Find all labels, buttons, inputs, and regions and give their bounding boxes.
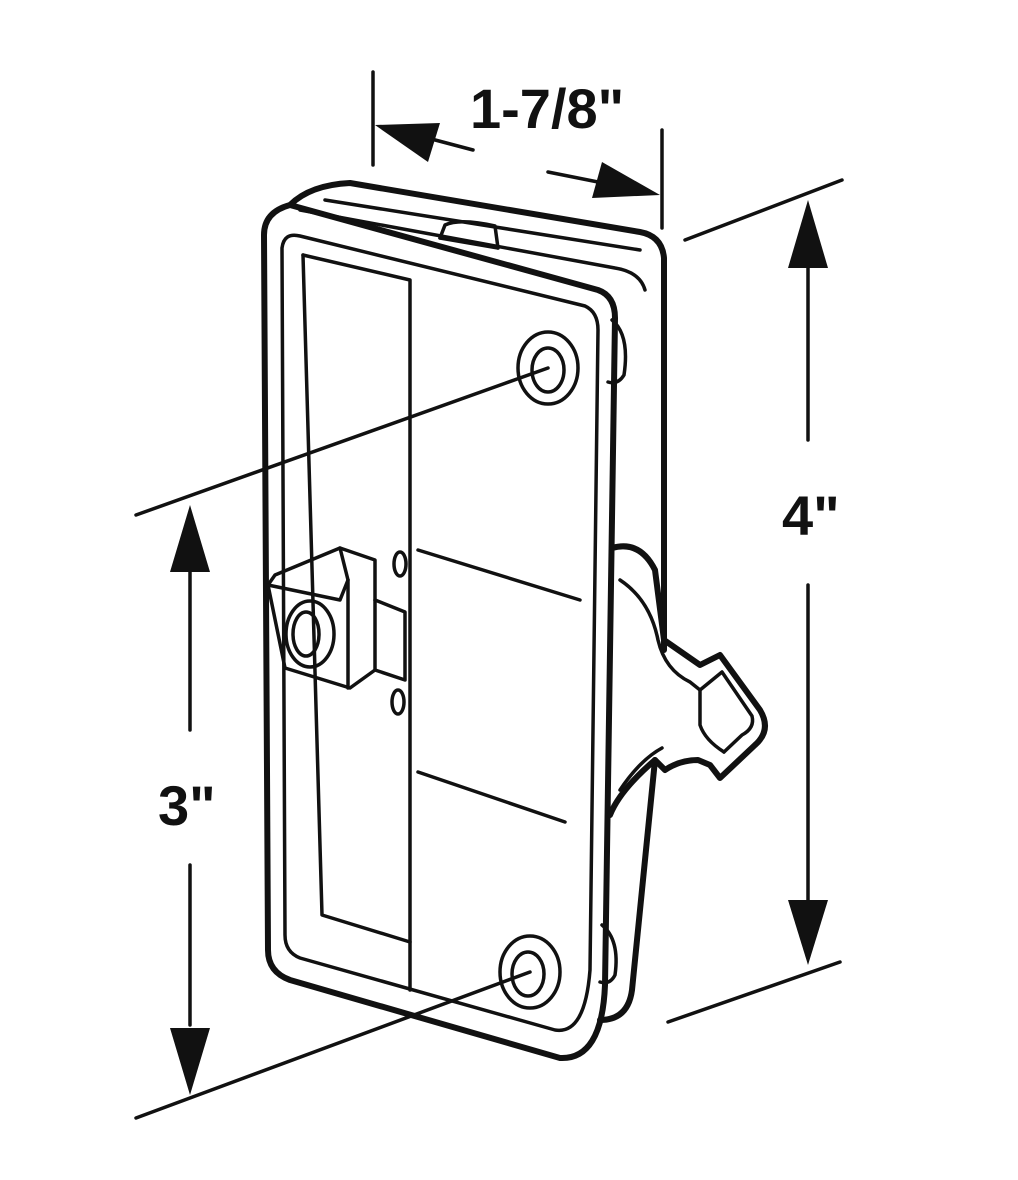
height-dimension: 4" (666, 178, 844, 1024)
slide-lock-tab (266, 546, 408, 716)
height-arrow-down (788, 900, 828, 965)
width-arrow-left (375, 123, 440, 162)
width-dimension: 1-7/8" (371, 70, 664, 230)
face-groove-lower (416, 770, 567, 824)
screw-hole-top (516, 330, 580, 406)
height-arrow-up (788, 200, 828, 268)
width-arrow-right (592, 162, 660, 198)
hole-spacing-arrow-down (170, 1028, 210, 1095)
hole-spacing-dimension: 3" (134, 366, 550, 1120)
latch-hook (607, 543, 768, 818)
face-groove-upper (416, 548, 582, 602)
screw-hole-bottom (498, 934, 562, 1010)
latch-body (261, 180, 667, 1062)
height-label: 4" (782, 484, 840, 547)
hole-spacing-arrow-up (170, 505, 210, 572)
hole-spacing-label: 3" (158, 774, 216, 837)
width-label: 1-7/8" (470, 77, 624, 140)
